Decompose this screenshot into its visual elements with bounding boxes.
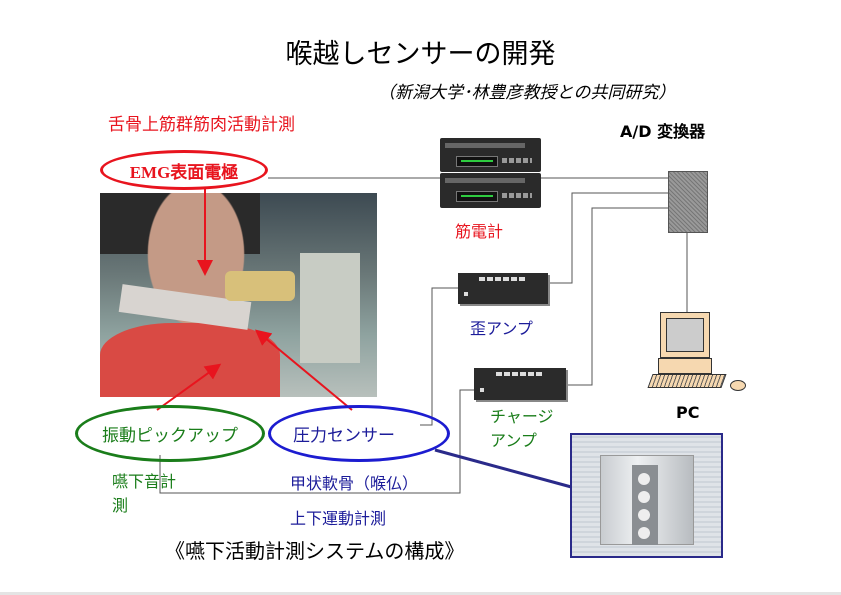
charge-amp-label-line2: アンプ [490, 431, 537, 450]
diagram-caption: 《嚥下活動計測システムの構成》 [165, 539, 465, 563]
arrow-pressure [254, 329, 353, 411]
charge-amp-device [474, 368, 566, 400]
pressure-sensor-ellipse: 圧力センサー [268, 405, 450, 462]
strain-amp-label: 歪アンプ [470, 319, 533, 338]
emg-measure-label: 舌骨上筋群筋肉活動計測 [108, 115, 295, 135]
pressure-sensor-label: 圧力センサー [293, 426, 395, 446]
thyroid-label: 甲状軟骨（喉仏） [290, 474, 419, 493]
emg-meter-unit-1 [440, 138, 541, 172]
line-sensor-to-photo [434, 448, 576, 490]
slide-subtitle: （新潟大学･林豊彦教授との共同研究） [378, 83, 676, 103]
line-strain-amp-to-ad [548, 192, 668, 284]
swallow-sound-label-line1: 嚥下音計 [112, 472, 177, 491]
emg-electrode-label: EMG表面電極 [129, 162, 239, 182]
swallow-sound-label-line2: 測 [112, 496, 129, 515]
pc-label: PC [676, 403, 700, 422]
subject-photo [100, 193, 377, 397]
emg-meter-label: 筋電計 [455, 222, 504, 241]
pc-icon [647, 312, 748, 394]
pressure-sensor-photo [570, 433, 723, 558]
vibration-pickup-ellipse: 振動ピックアップ [75, 405, 265, 462]
emg-electrode-ellipse: EMG表面電極 [100, 150, 268, 190]
line-charge-amp-to-ad [566, 207, 668, 386]
ad-converter-label: A/D 変換器 [620, 122, 706, 141]
ad-converter-box [668, 171, 708, 233]
vibration-pickup-label: 振動ピックアップ [102, 426, 238, 446]
line-pickup-to-charge-amp [159, 389, 474, 494]
footer-divider [0, 592, 841, 595]
emg-meter-unit-2 [440, 173, 541, 208]
updown-measure-label: 上下運動計測 [290, 509, 387, 528]
charge-amp-label-line1: チャージ [490, 407, 554, 426]
strain-amp-device [458, 273, 548, 304]
slide-title: 喉越しセンサーの開発 [285, 39, 556, 70]
arrow-pickup [156, 363, 222, 411]
